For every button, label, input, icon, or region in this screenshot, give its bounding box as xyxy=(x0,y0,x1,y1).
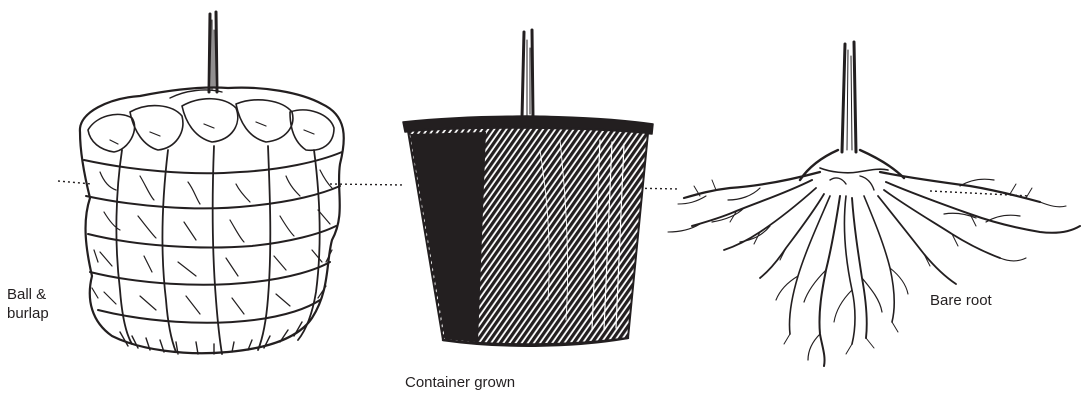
label-ball-and-burlap: Ball & burlap xyxy=(7,285,49,323)
label-bare-root: Bare root xyxy=(930,291,992,310)
label-ball-and-burlap-line1: Ball & xyxy=(7,285,49,304)
label-container-grown: Container grown xyxy=(405,373,515,392)
container-grown-tree xyxy=(403,30,653,346)
label-ball-and-burlap-line2: burlap xyxy=(7,304,49,323)
ball-and-burlap-tree xyxy=(80,12,344,354)
bare-root-tree xyxy=(668,42,1080,366)
